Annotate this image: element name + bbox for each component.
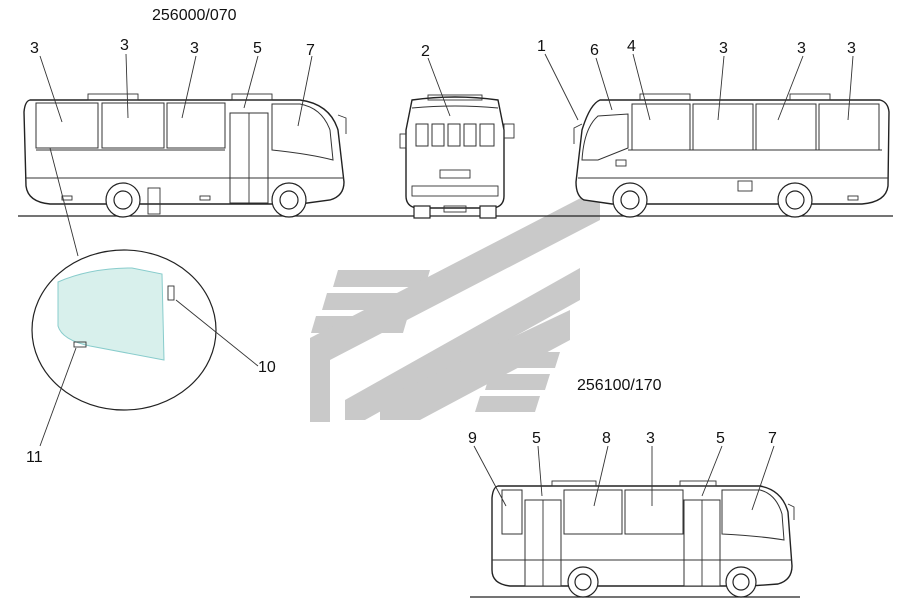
- callout-side-left-5: 7: [306, 42, 315, 59]
- callout-side-bottom-1: 9: [468, 430, 477, 447]
- callout-side-bottom-4: 3: [646, 430, 655, 447]
- callout-side-bottom-2: 5: [532, 430, 541, 447]
- callout-side-bottom-6: 7: [768, 430, 777, 447]
- callout-side-right-1: 1: [537, 38, 546, 55]
- callout-side-bottom-3: 8: [602, 430, 611, 447]
- callout-side-left-4: 5: [253, 40, 262, 57]
- bus-side-view-bottom: [491, 480, 795, 598]
- callout-side-right-2: 6: [590, 42, 599, 59]
- callout-side-right-4: 3: [719, 40, 728, 57]
- bus-side-view-right: [573, 93, 890, 218]
- callout-front: 2: [421, 43, 430, 60]
- callout-side-right-6: 3: [847, 40, 856, 57]
- callout-labels: 3 3 3 5 7 2 1 6 4 3 3 3 10 11 9 5 8 3 5 …: [26, 37, 856, 466]
- callout-side-left-1: 3: [30, 40, 39, 57]
- bus-front-view: [399, 94, 515, 219]
- callout-side-right-3: 4: [627, 38, 636, 55]
- callout-detail-11: 11: [26, 449, 43, 466]
- callout-detail-10: 10: [258, 359, 276, 376]
- callout-side-left-2: 3: [120, 37, 129, 54]
- bus-side-view-left: [23, 93, 347, 218]
- callout-side-bottom-5: 5: [716, 430, 725, 447]
- callout-side-left-3: 3: [190, 40, 199, 57]
- glass-detail-callout: [31, 147, 217, 411]
- callout-side-right-5: 3: [797, 40, 806, 57]
- model-code-a: 256000/070: [152, 7, 237, 24]
- watermark-logo: [310, 188, 600, 422]
- leader-lines: [39, 53, 854, 511]
- model-code-b: 256100/170: [577, 377, 662, 394]
